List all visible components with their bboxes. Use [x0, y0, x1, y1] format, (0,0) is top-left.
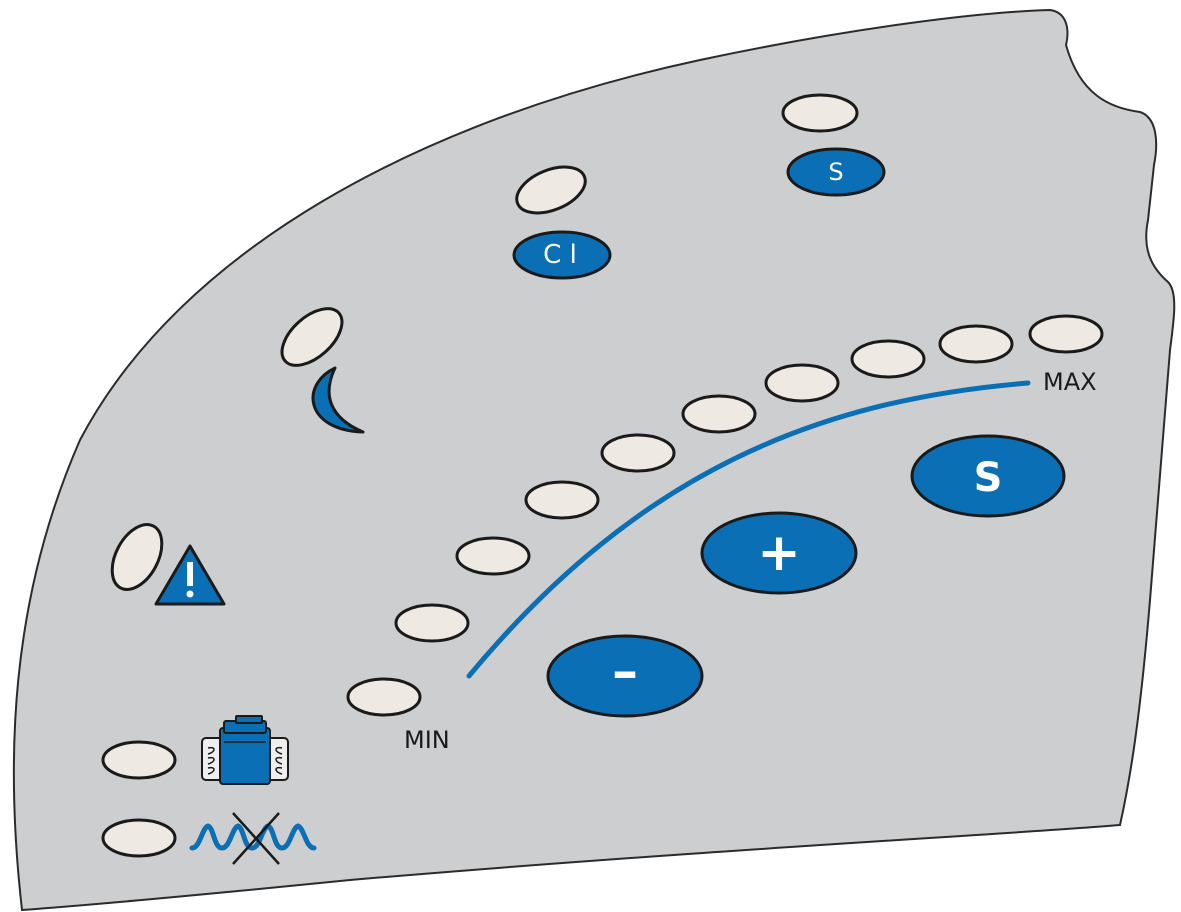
night-indicator-led	[280, 307, 344, 367]
panel-body	[12, 8, 1176, 912]
filter-cartridge-icon	[201, 715, 289, 785]
no-water-icon	[189, 812, 317, 865]
level-led-7	[764, 363, 840, 403]
s-indicator-led	[781, 93, 859, 133]
filter-indicator-led	[101, 740, 177, 780]
level-led-6	[681, 394, 757, 434]
minus-button-label: –	[612, 642, 638, 702]
night-mode-icon	[311, 366, 365, 434]
level-led-3	[455, 536, 531, 576]
plus-button[interactable]	[700, 511, 858, 595]
no-water-indicator-led	[101, 818, 177, 858]
level-led-10	[1028, 314, 1104, 354]
cl-label: C l	[543, 240, 577, 270]
s-button[interactable]	[910, 434, 1066, 518]
level-led-9	[938, 324, 1014, 364]
s-small-badge[interactable]	[786, 147, 886, 197]
minus-button[interactable]	[546, 634, 704, 718]
cl-indicator-led	[515, 165, 587, 215]
level-led-5	[600, 433, 676, 473]
s-small-label: S	[828, 158, 843, 186]
plus-button-label: +	[757, 523, 801, 583]
max-label: MAX	[1043, 368, 1097, 396]
cl-badge[interactable]	[512, 230, 612, 280]
min-label: MIN	[404, 726, 450, 754]
level-led-row	[346, 314, 1104, 717]
warning-icon	[154, 544, 226, 606]
level-led-8	[850, 339, 926, 379]
level-led-1	[346, 677, 422, 717]
warning-indicator-led	[110, 523, 164, 591]
level-led-4	[524, 480, 600, 520]
level-curve	[466, 380, 1031, 679]
s-button-label: S	[974, 455, 1003, 501]
level-led-2	[394, 603, 470, 643]
